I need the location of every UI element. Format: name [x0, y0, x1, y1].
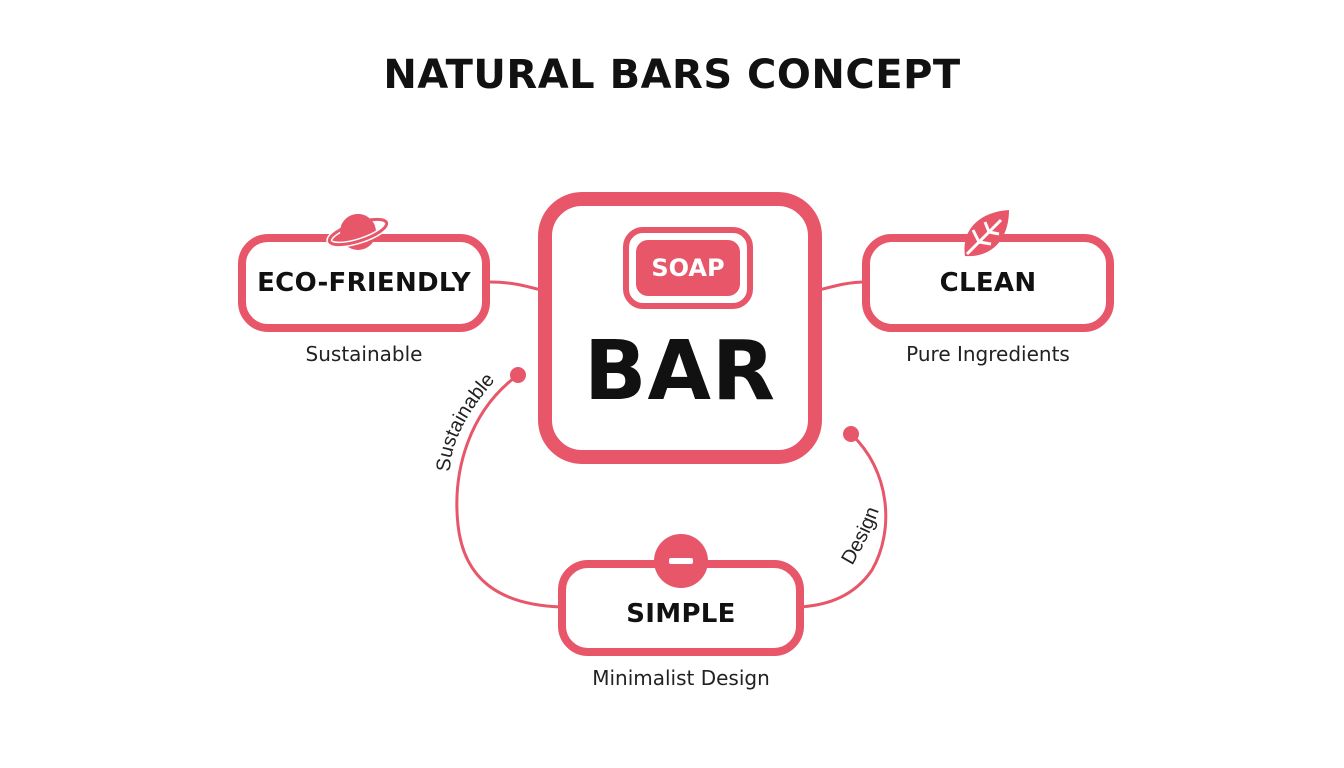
- node-eco-friendly-caption: Sustainable: [305, 342, 423, 366]
- node-clean-caption: Pure Ingredients: [906, 342, 1070, 366]
- node-eco-friendly: ECO-FRIENDLY: [238, 234, 490, 332]
- planet-icon: [326, 207, 390, 257]
- soap-tag: SOAP: [623, 227, 753, 309]
- curve-right-end-dot: [843, 426, 859, 442]
- curve-label-left: Sustainable: [433, 369, 499, 472]
- node-eco-friendly-label: ECO-FRIENDLY: [257, 268, 471, 298]
- node-simple-caption: Minimalist Design: [592, 666, 770, 690]
- connector-eco-center: [489, 280, 542, 292]
- center-node-label: BAR: [583, 324, 777, 419]
- center-node-bar: SOAP BAR: [538, 192, 822, 464]
- node-clean-label: CLEAN: [939, 268, 1037, 298]
- leaf-icon: [957, 206, 1013, 262]
- soap-tag-label: SOAP: [636, 240, 740, 296]
- curve-right: [799, 432, 888, 609]
- connector-clean-center: [818, 280, 867, 292]
- curve-left-end-dot: [510, 367, 526, 383]
- curve-left: [455, 373, 563, 609]
- minus-icon: [654, 534, 708, 588]
- node-simple-label: SIMPLE: [626, 599, 736, 629]
- diagram-title: NATURAL BARS CONCEPT: [383, 52, 961, 98]
